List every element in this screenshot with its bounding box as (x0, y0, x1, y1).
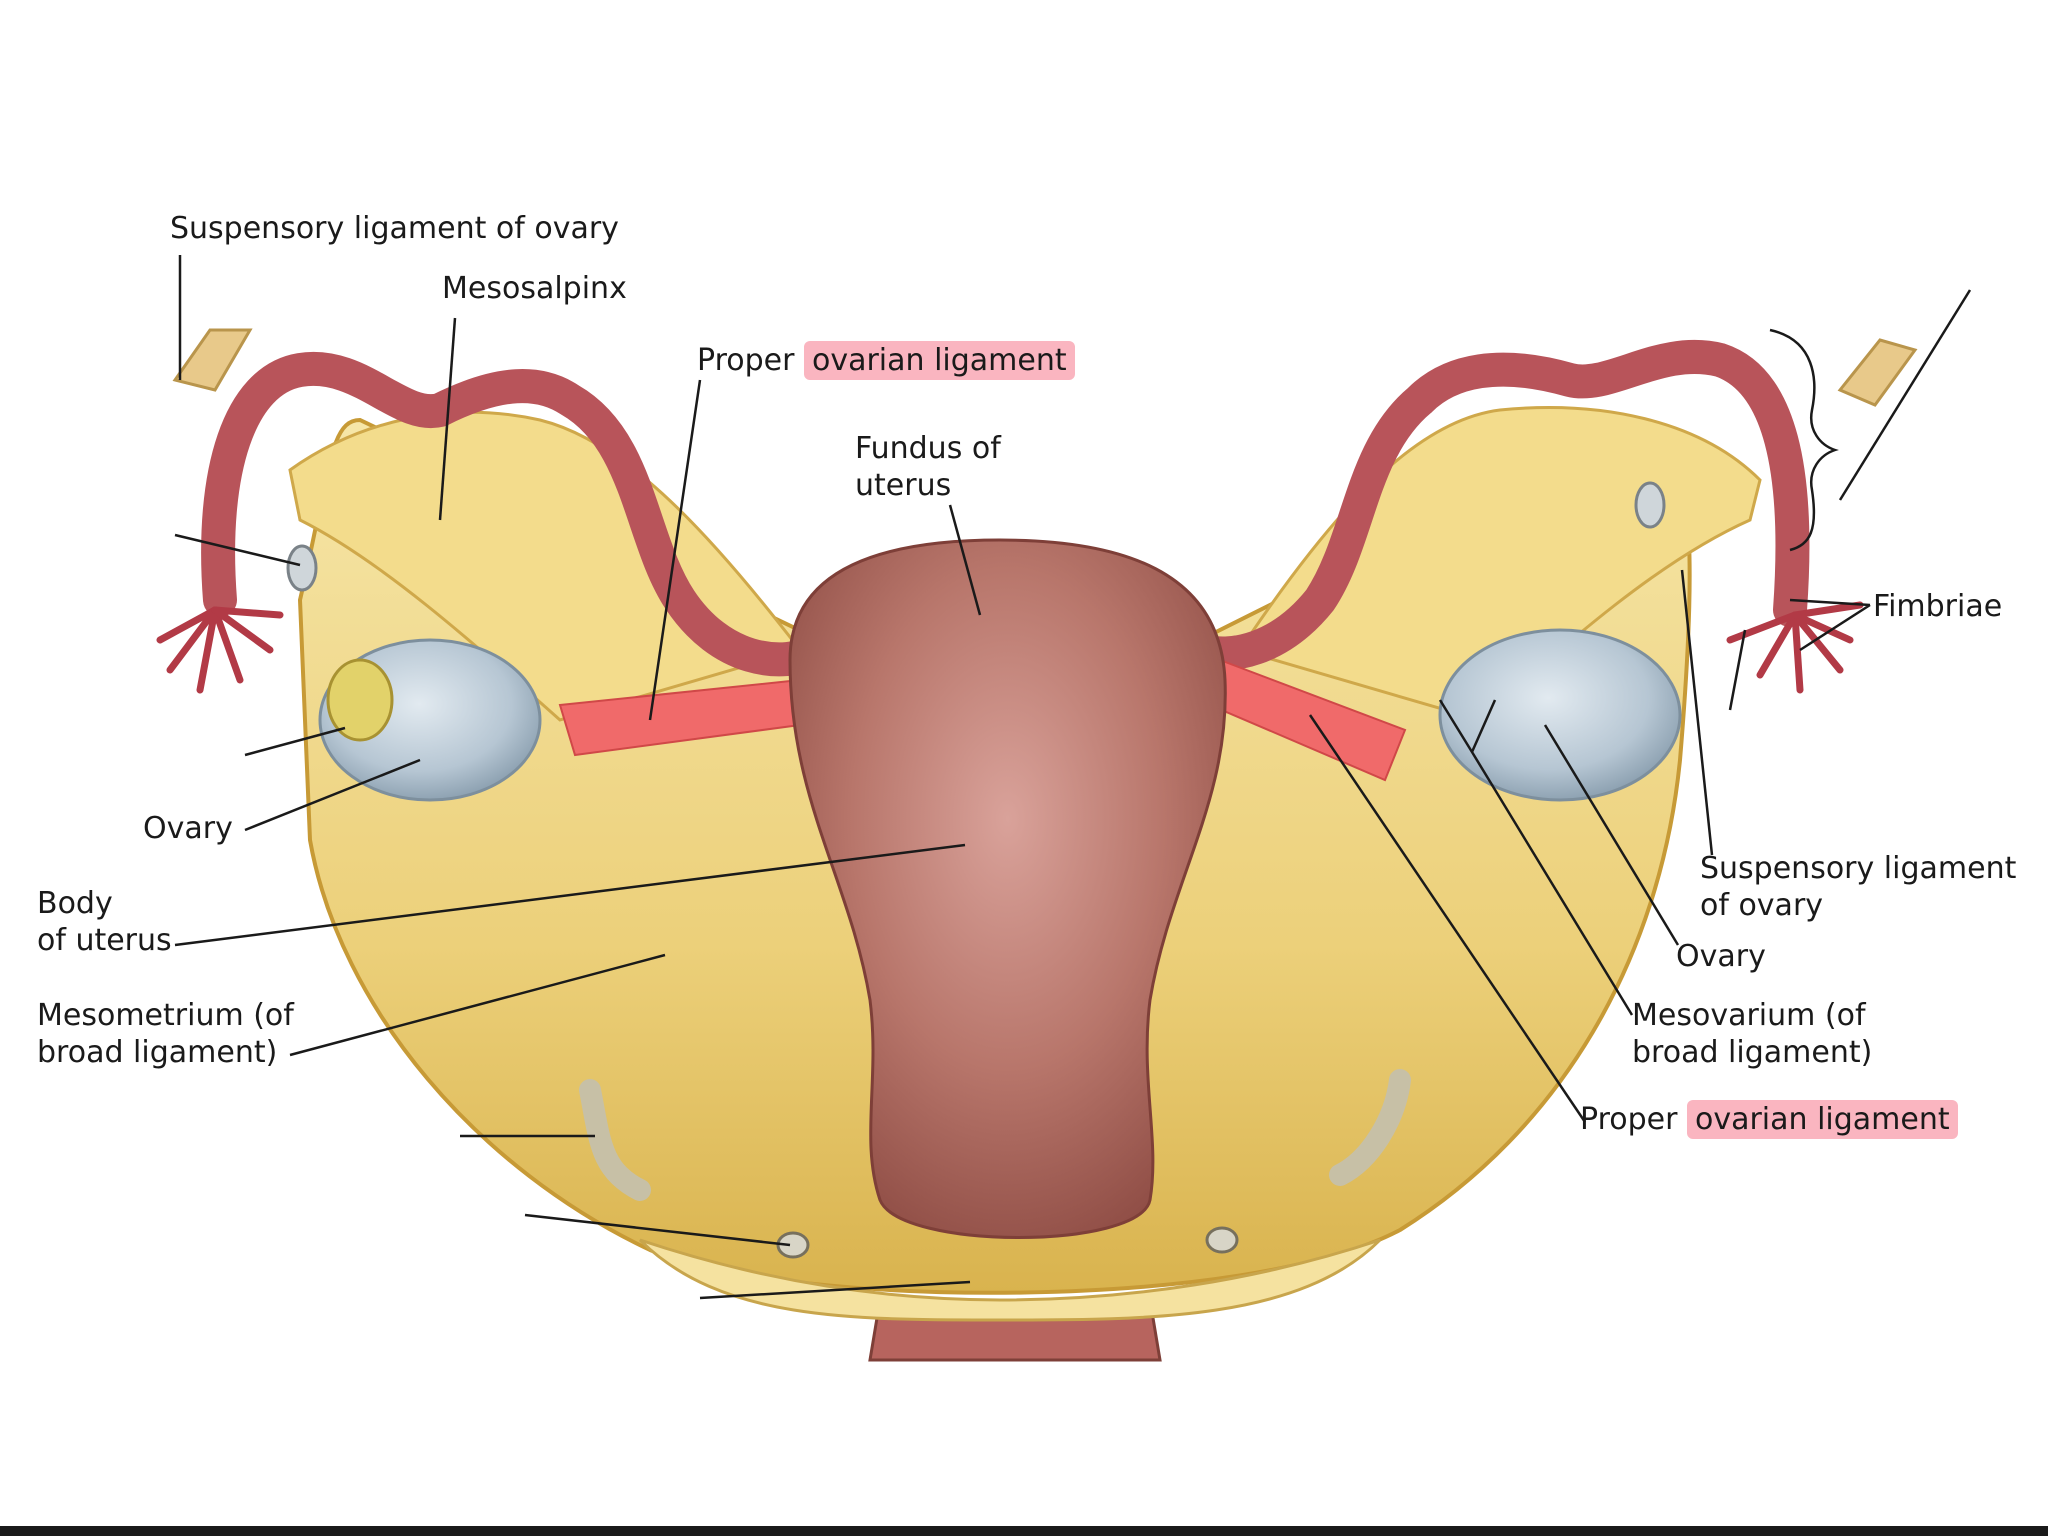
leader-vessel-left (524, 1213, 791, 1247)
label-fundus-line2: uterus (855, 468, 952, 503)
leader-lines (174, 255, 1972, 1300)
label-mesometrium-line1: Mesometrium (of (37, 998, 294, 1033)
label-fundus-line1: Fundus of (855, 431, 1001, 466)
label-ovary-left: Ovary (143, 811, 233, 846)
leader-fimbriae-right (1789, 598, 1871, 652)
leader-appendix-left (174, 533, 301, 567)
uterine-vessel-left (776, 1231, 810, 1259)
uterine-vessel-right (1205, 1226, 1239, 1254)
uterine-tube-left (201, 351, 837, 677)
leader-fold (699, 1280, 971, 1300)
leader-proper-top (648, 379, 702, 721)
leader-susp-right (1680, 569, 1714, 856)
label-proper-ovarian-ligament-top: Proper ovarian ligament (697, 341, 1075, 380)
bottom-bar (0, 1526, 2048, 1536)
suspensory-ligament-left (172, 328, 253, 392)
fimbriae-left (156, 606, 284, 694)
corpus-luteum (326, 658, 394, 742)
vesicular-appendix-right (1634, 481, 1666, 529)
leader-proper-bottom (1308, 714, 1587, 1123)
vesicular-appendix-left (286, 544, 318, 592)
label-mesosalpinx: Mesosalpinx (442, 271, 627, 306)
uterine-tube-right (1183, 339, 1810, 671)
leader-fimbriae-arrow (1728, 629, 1747, 711)
leader-mesosalpinx (438, 317, 457, 521)
label-mesovarium-line2: broad ligament) (1632, 1035, 1873, 1070)
leader-corpus-left (244, 726, 346, 757)
leader-mesometrium (289, 953, 666, 1057)
fimbriae-right (1726, 601, 1864, 694)
leader-tube-right (1838, 289, 1972, 501)
leader-ovary-left (244, 758, 421, 832)
ovary-right (1438, 628, 1682, 802)
label-mesometrium-line2: broad ligament) (37, 1035, 278, 1070)
label-fimbriae: Fimbriae (1873, 589, 2003, 624)
uterus (788, 538, 1227, 1239)
ureter-right (1329, 1069, 1411, 1186)
label-mesovarium-line1: Mesovarium (of (1632, 998, 1866, 1033)
rectouterine-fold (638, 1238, 1382, 1322)
label-susp-right-line2: of ovary (1700, 888, 1824, 923)
label-body-line2: of uterus (37, 923, 172, 958)
label-suspensory-ligament-left: Suspensory ligament of ovary (170, 211, 619, 246)
leader-ovary-right (1543, 724, 1680, 946)
label-proper-top-prefix: Proper (697, 343, 795, 378)
highlight-ovarian-ligament-top: ovarian ligament (803, 341, 1075, 380)
ureter-left (579, 1079, 651, 1201)
label-susp-right-line1: Suspensory ligament (1700, 851, 2017, 886)
highlight-ovarian-ligament-bottom: ovarian ligament (1686, 1100, 1958, 1139)
label-body-line1: Body (37, 886, 113, 921)
bracket-right (1769, 328, 1839, 552)
leader-fundus (948, 504, 982, 616)
suspensory-ligament-right (1837, 338, 1918, 407)
label-ovary-right: Ovary (1676, 939, 1766, 974)
label-proper-ovarian-ligament-bottom: Proper ovarian ligament (1580, 1100, 1958, 1139)
leader-body (174, 843, 966, 947)
label-proper-bottom-prefix: Proper (1580, 1102, 1678, 1137)
leader-mesov-right (1438, 699, 1634, 1016)
